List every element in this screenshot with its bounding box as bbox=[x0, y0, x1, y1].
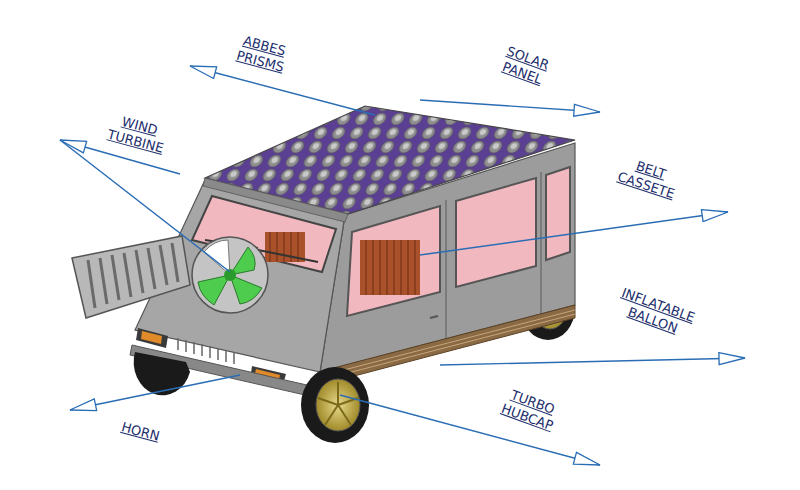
part-label: ABBES PRISMS bbox=[234, 32, 289, 75]
part-label: INFLATABLE BALLON bbox=[613, 285, 696, 341]
part-label: BELT CASSETE bbox=[615, 154, 681, 203]
part-label: TURBO HUBCAP bbox=[499, 386, 560, 434]
part-label: SOLAR PANEL bbox=[499, 43, 551, 88]
part-label: WIND TURBINE bbox=[106, 111, 170, 157]
part-label: HORN bbox=[119, 419, 161, 444]
